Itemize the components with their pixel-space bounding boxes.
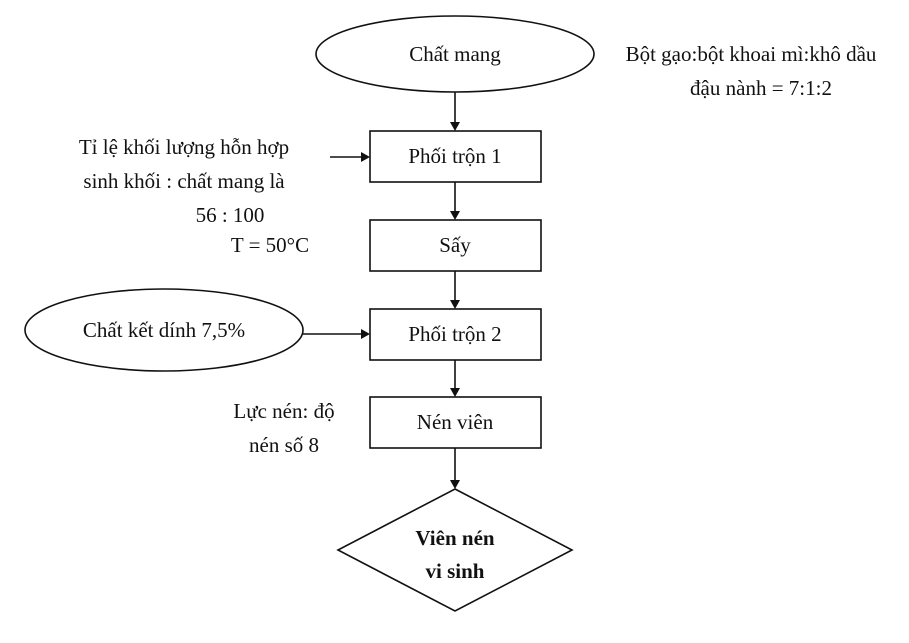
press-force-note-line2: nén số 8 (249, 433, 319, 457)
arrow-head (361, 152, 370, 162)
binder-label: Chất kết dính 7,5% (83, 318, 245, 342)
arrow-head (450, 211, 460, 220)
carrier-ratio-note-line2: đậu nành = 7:1:2 (690, 76, 832, 100)
dry-box (369, 219, 542, 272)
carrier-label: Chất mang (409, 42, 501, 66)
mix2-box (369, 308, 542, 361)
arrow-head (450, 300, 460, 309)
mass-ratio-note-line3: 56 : 100 (196, 203, 265, 227)
mix2-label: Phối trộn 2 (408, 322, 501, 346)
press-box (369, 396, 542, 449)
press-label: Nén viên (417, 410, 494, 434)
arrow-head (450, 122, 460, 131)
product-diamond (336, 488, 574, 612)
arrow-head (450, 480, 460, 489)
product-label-line1: Viên nén (415, 526, 494, 550)
mix1-label: Phối trộn 1 (408, 144, 501, 168)
arrow-head (361, 329, 370, 339)
product-label-line2: vi sinh (426, 559, 485, 583)
mass-ratio-note-line2: sinh khối : chất mang là (83, 169, 285, 193)
mass-ratio-note-line1: Tỉ lệ khối lượng hỗn hợp (79, 135, 289, 159)
drying-temp-note: T = 50°C (231, 233, 309, 257)
dry-label: Sấy (439, 233, 471, 257)
press-force-note-line1: Lực nén: độ (233, 399, 334, 423)
arrow-head (450, 388, 460, 397)
mix1-box (369, 130, 542, 183)
carrier-ratio-note-line1: Bột gạo:bột khoai mì:khô dầu (626, 42, 877, 66)
binder-ellipse (24, 288, 304, 372)
